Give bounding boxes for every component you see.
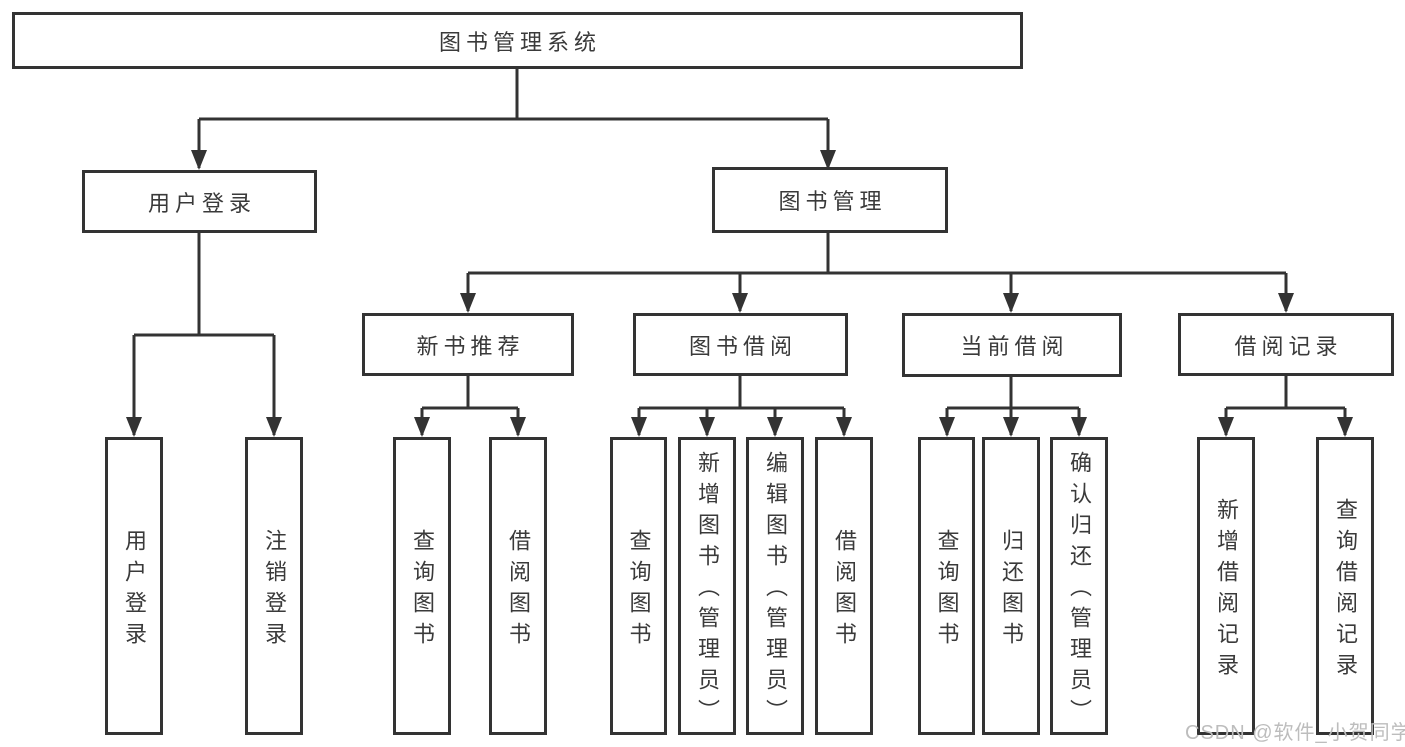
leaf-query-books-current: 查询图书: [918, 437, 975, 735]
leaf-logout: 注销登录: [245, 437, 303, 735]
connector-book-management-children: [466, 233, 1288, 311]
leaf-borrow-books-recommend: 借阅图书: [489, 437, 547, 735]
csdn-watermark: CSDN @软件_小贺同学: [1185, 722, 1405, 744]
leaf-query-books-recommend-label: 查询图书: [410, 528, 435, 653]
leaf-logout-label: 注销登录: [262, 528, 287, 653]
node-book-management: 图书管理: [712, 167, 948, 233]
leaf-borrow-books-label: 借阅图书: [832, 528, 857, 653]
connector-user-login-children: [132, 233, 276, 435]
leaf-return-books: 归还图书: [982, 437, 1040, 735]
node-book-management-label: 图书管理: [778, 189, 887, 214]
leaf-query-books-recommend: 查询图书: [393, 437, 451, 735]
leaf-add-borrow-record: 新增借阅记录: [1197, 437, 1255, 735]
node-new-book-recommend-label: 新书推荐: [416, 333, 525, 359]
node-current-borrowing: 当前借阅: [902, 313, 1122, 377]
node-root: 图书管理系统: [12, 12, 1023, 69]
leaf-confirm-return-admin-label: 确认归还（管理员）: [1067, 451, 1092, 730]
node-user-login: 用户登录: [82, 170, 317, 233]
node-borrowing-records-label: 借阅记录: [1234, 333, 1343, 359]
leaf-user-login-label: 用户登录: [122, 528, 147, 653]
leaf-borrow-books-recommend-label: 借阅图书: [506, 528, 531, 653]
node-current-borrowing-label: 当前借阅: [960, 334, 1069, 359]
leaf-query-books-current-label: 查询图书: [934, 528, 960, 653]
leaf-query-books-borrowing: 查询图书: [610, 437, 667, 735]
leaf-add-books-admin-label: 新增图书（管理员）: [695, 451, 720, 730]
node-new-book-recommend: 新书推荐: [362, 313, 574, 376]
leaf-edit-books-admin-label: 编辑图书（管理员）: [763, 451, 788, 730]
node-book-borrowing-label: 图书借阅: [688, 333, 797, 359]
leaf-query-books-borrowing-label: 查询图书: [626, 528, 652, 653]
node-borrowing-records: 借阅记录: [1178, 313, 1394, 376]
arrowheads: [126, 150, 1353, 437]
node-user-login-label: 用户登录: [147, 190, 256, 216]
node-book-borrowing: 图书借阅: [633, 313, 848, 376]
connector-book-borrowing-children: [637, 376, 846, 435]
leaf-user-login: 用户登录: [105, 437, 163, 735]
leaf-confirm-return-admin: 确认归还（管理员）: [1050, 437, 1108, 735]
leaf-add-books-admin: 新增图书（管理员）: [678, 437, 736, 735]
node-root-label: 图书管理系统: [438, 29, 601, 55]
leaf-query-borrow-record-label: 查询借阅记录: [1333, 497, 1358, 684]
connector-new-book-recommend-children: [420, 376, 520, 435]
leaf-edit-books-admin: 编辑图书（管理员）: [746, 437, 804, 735]
leaf-add-borrow-record-label: 新增借阅记录: [1214, 497, 1239, 684]
leaf-return-books-label: 归还图书: [999, 528, 1024, 653]
connector-borrowing-records-children: [1224, 376, 1347, 435]
connector-root-to-level2: [197, 69, 830, 168]
leaf-query-borrow-record: 查询借阅记录: [1316, 437, 1374, 735]
leaf-borrow-books: 借阅图书: [815, 437, 873, 735]
